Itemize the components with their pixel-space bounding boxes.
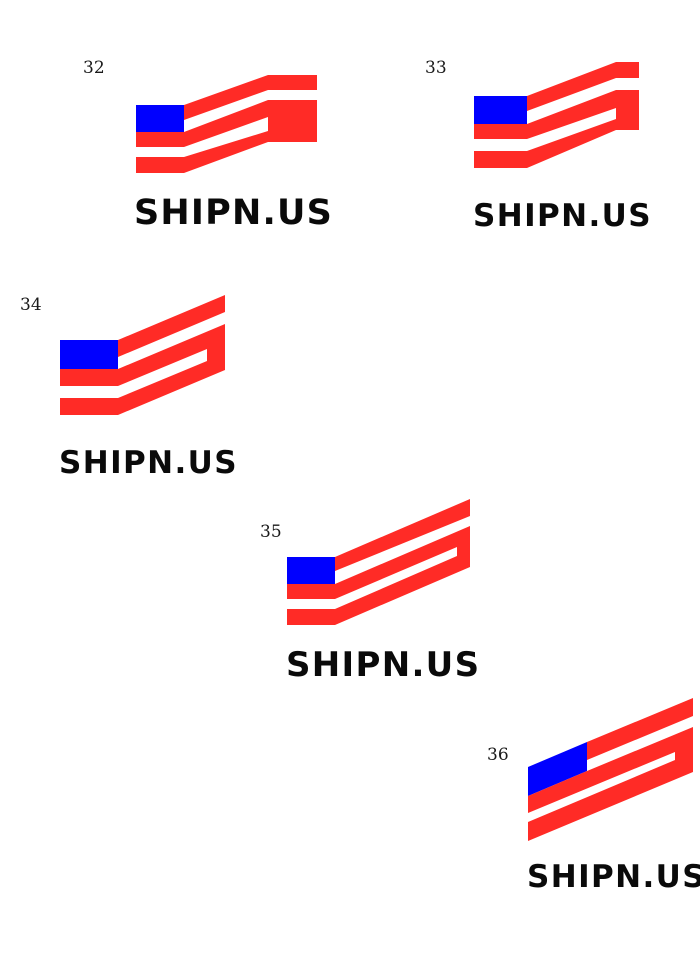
wordmark-34: SHIPN.US: [59, 445, 238, 481]
variant-number-33: 33: [425, 58, 447, 78]
flag-mark-36: [528, 698, 693, 841]
flag-mark-33: [474, 62, 639, 168]
flag-s-stripes: [287, 526, 470, 625]
flag-canton: [136, 105, 184, 132]
wordmark-36: SHIPN.US: [527, 859, 700, 895]
flag-mark-35: [287, 499, 470, 625]
flag-top-stripe: [335, 499, 470, 571]
flag-mark-32: [136, 75, 317, 173]
flag-s-stripes: [528, 727, 693, 841]
variant-number-36: 36: [487, 745, 509, 765]
variant-number-32: 32: [83, 58, 105, 78]
wordmark-33: SHIPN.US: [473, 198, 652, 234]
flag-top-stripe: [118, 295, 225, 357]
flag-canton: [474, 96, 527, 124]
flag-top-stripe: [587, 698, 693, 760]
flag-canton: [287, 557, 335, 584]
flag-mark-34: [60, 295, 225, 415]
wordmark-32: SHIPN.US: [134, 193, 333, 233]
flag-canton: [528, 742, 587, 796]
flag-s-stripes: [474, 90, 639, 168]
flag-top-stripe: [527, 62, 639, 111]
flag-s-stripes: [60, 324, 225, 415]
variant-number-35: 35: [260, 522, 282, 542]
flag-canton: [60, 340, 118, 369]
variant-number-34: 34: [20, 295, 42, 315]
flag-top-stripe: [184, 75, 317, 120]
flag-s-stripes: [136, 100, 317, 173]
wordmark-35: SHIPN.US: [286, 645, 481, 685]
